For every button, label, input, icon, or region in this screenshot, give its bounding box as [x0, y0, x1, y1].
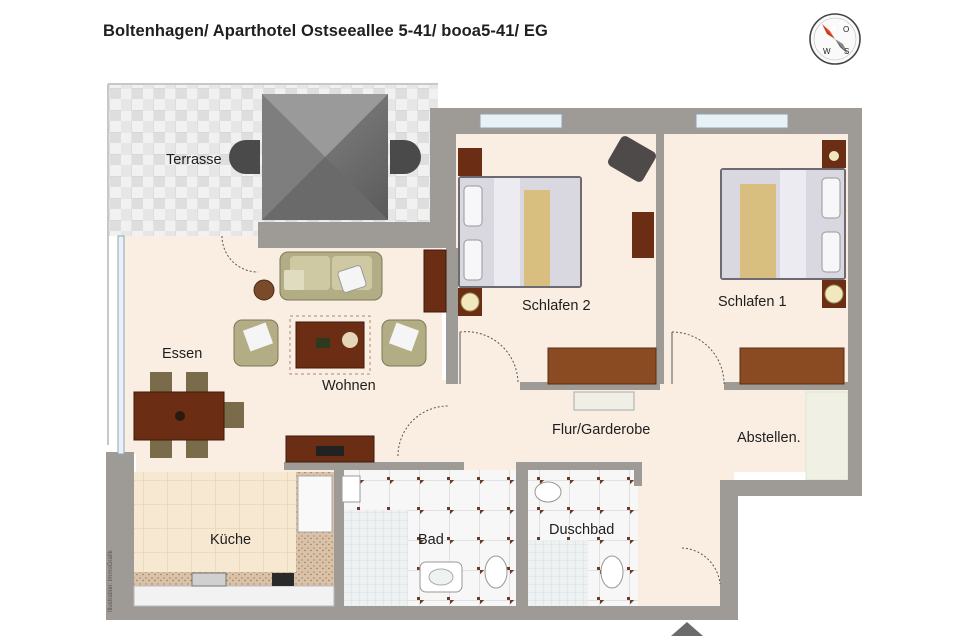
- armchair-right: [381, 319, 427, 367]
- terrace-chair-left: [229, 140, 260, 174]
- compass-n: N: [830, 24, 836, 33]
- room-label-abstellen: Abstellen.: [737, 430, 801, 446]
- walls: [106, 108, 862, 620]
- illustration-credit: Illustration: ImmoGrafik: [108, 550, 114, 612]
- room-label-essen: Essen: [162, 346, 203, 362]
- compass-rose-icon: N O S W: [809, 13, 861, 65]
- bed-schlafen-2: [458, 176, 582, 288]
- entrance-arrow-icon: [671, 622, 703, 636]
- abstellen-floor: [805, 391, 849, 481]
- nightstand: [458, 148, 482, 176]
- door-swings: [221, 235, 725, 585]
- windows: [479, 113, 789, 129]
- compass-s: S: [844, 47, 849, 56]
- compass-w: W: [823, 47, 831, 56]
- sofa: [279, 251, 383, 301]
- radiator: [573, 391, 635, 411]
- page-title: Boltenhagen/ Aparthotel Ostseeallee 5-41…: [103, 22, 548, 40]
- wardrobe-schlafen-2: [547, 347, 657, 385]
- armchair-left: [233, 319, 279, 367]
- wardrobe-schlafen-1: [739, 347, 845, 385]
- room-label-kueche: Küche: [210, 532, 252, 548]
- side-table: [253, 279, 275, 301]
- compass-o: O: [843, 25, 849, 34]
- room-label-duschbad: Duschbad: [549, 522, 615, 538]
- terrace-chair-right: [390, 140, 421, 174]
- room-label-terrasse: Terrasse: [166, 152, 222, 168]
- room-label-schlafen-2: Schlafen 2: [522, 298, 591, 314]
- bath-fixtures: [341, 475, 624, 593]
- room-label-bad: Bad: [418, 532, 444, 548]
- bed-schlafen-1: [720, 168, 846, 280]
- dining-set: [133, 372, 244, 458]
- parasol: [262, 94, 388, 220]
- cabinet: [423, 249, 447, 313]
- room-label-schlafen-1: Schlafen 1: [718, 294, 787, 310]
- room-label-wohnen: Wohnen: [322, 378, 376, 394]
- room-label-flur: Flur/Garderobe: [552, 422, 651, 438]
